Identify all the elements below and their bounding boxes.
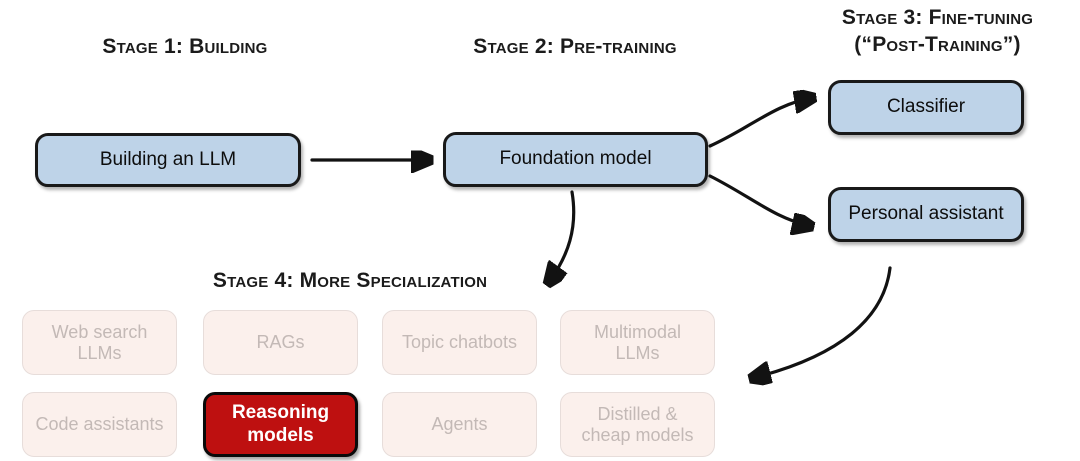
spec-item-agents[interactable]: Agents [382, 392, 537, 457]
stage-3-heading-line2: (“Post-Training”) [854, 33, 1021, 56]
spec-item-code-assistants[interactable]: Code assistants [22, 392, 177, 457]
node-personal-assistant-label: Personal assistant [848, 203, 1004, 225]
spec-item-distilled-cheap-models[interactable]: Distilled & cheap models [560, 392, 715, 457]
node-building-an-llm[interactable]: Building an LLM [35, 133, 301, 187]
spec-item-multimodal-llms-label: Multimodal LLMs [593, 321, 682, 363]
node-personal-assistant[interactable]: Personal assistant [828, 187, 1024, 242]
arrow-foundation-to-specialization [549, 190, 576, 282]
spec-item-rags[interactable]: RAGs [203, 310, 358, 375]
spec-item-multimodal-llms[interactable]: Multimodal LLMs [560, 310, 715, 375]
stage-1-heading: Stage 1: Building [102, 35, 268, 58]
stage-2-heading: Stage 2: Pre-training [473, 35, 677, 58]
node-classifier-label: Classifier [886, 96, 966, 118]
node-foundation-model[interactable]: Foundation model [443, 132, 708, 187]
spec-item-agents-label: Agents [431, 414, 488, 435]
spec-item-reasoning-models-label: Reasoning models [231, 402, 330, 446]
spec-item-distilled-cheap-models-label: Distilled & cheap models [581, 403, 694, 445]
stage-4-heading: Stage 4: More Specialization [212, 269, 488, 292]
spec-item-reasoning-models[interactable]: Reasoning models [203, 392, 358, 457]
node-building-an-llm-label: Building an LLM [99, 148, 237, 170]
arrow-foundation-to-personal-assistant [708, 174, 810, 226]
arrow-personal-assistant-to-specialization [753, 266, 892, 378]
spec-item-web-search-llms[interactable]: Web search LLMs [22, 310, 177, 375]
node-foundation-model-label: Foundation model [499, 148, 652, 170]
spec-item-topic-chatbots-label: Topic chatbots [401, 332, 518, 353]
spec-item-web-search-llms-label: Web search LLMs [51, 321, 148, 363]
spec-item-topic-chatbots[interactable]: Topic chatbots [382, 310, 537, 375]
spec-item-code-assistants-label: Code assistants [35, 414, 164, 435]
spec-item-rags-label: RAGs [256, 332, 305, 353]
arrow-foundation-to-classifier [708, 98, 812, 148]
node-classifier[interactable]: Classifier [828, 80, 1024, 135]
stage-3-heading-line1: Stage 3: Fine-tuning [841, 6, 1034, 29]
